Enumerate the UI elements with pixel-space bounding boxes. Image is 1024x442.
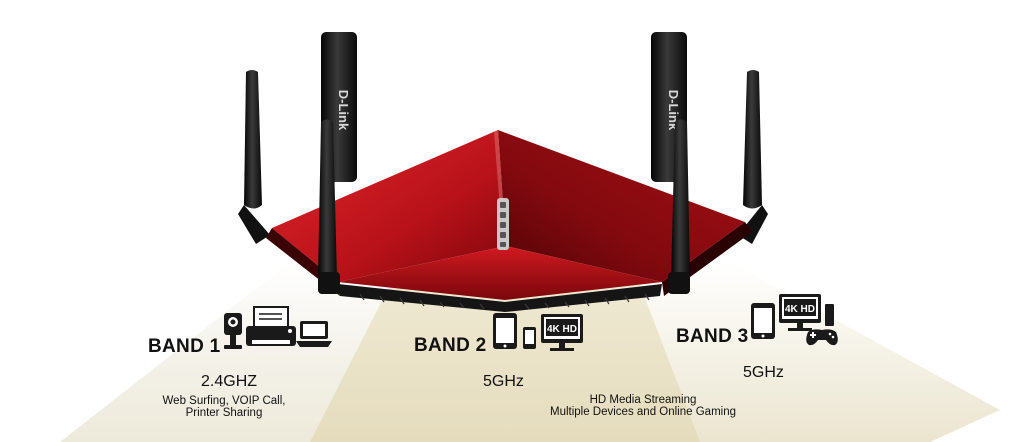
console-icon (825, 304, 834, 326)
band1-title: BAND 1 (148, 336, 221, 357)
band2-title: BAND 2 (414, 335, 487, 356)
monitor-4k-badge: 4K HD (547, 324, 577, 335)
tablet-icon (751, 303, 775, 339)
band3-title: BAND 3 (676, 326, 749, 347)
band2-frequency: 5GHz (483, 373, 524, 390)
laptop-icon (296, 321, 332, 347)
monitor-icon: 4K HD (541, 314, 583, 351)
band1-desc-line2: Printer Sharing (185, 407, 263, 419)
printer-icon (246, 306, 296, 346)
gamepad-icon (806, 329, 838, 346)
router-vents (359, 293, 650, 310)
band1-frequency: 2.4GHZ (201, 373, 258, 390)
band2-description: HD Media Streaming Multiple Devices and … (520, 394, 766, 418)
monitor-4k-badge: 4K HD (785, 304, 815, 315)
band2-desc-line1: HD Media Streaming (589, 394, 697, 406)
status-led-strip (497, 198, 509, 250)
band1-desc-line1: Web Surfing, VOIP Call, (162, 395, 286, 407)
band1-description: Web Surfing, VOIP Call, Printer Sharing (140, 395, 308, 419)
front-left-antenna (318, 119, 340, 294)
band1-beam (60, 262, 390, 442)
front-right-antenna (668, 119, 690, 294)
outer-right-antenna (738, 70, 768, 244)
band3-frequency: 5GHz (743, 364, 784, 381)
antenna-logo-left: D-Link (336, 90, 351, 131)
band2-beam (310, 285, 720, 442)
band2-desc-line2: Multiple Devices and Online Gaming (549, 406, 736, 418)
phone-icon (523, 327, 536, 349)
outer-left-antenna (238, 70, 270, 244)
tablet-icon (493, 313, 517, 349)
monitor-icon: 4K HD (779, 294, 821, 331)
band3-beam (640, 262, 1000, 442)
webcam-icon (224, 313, 242, 349)
